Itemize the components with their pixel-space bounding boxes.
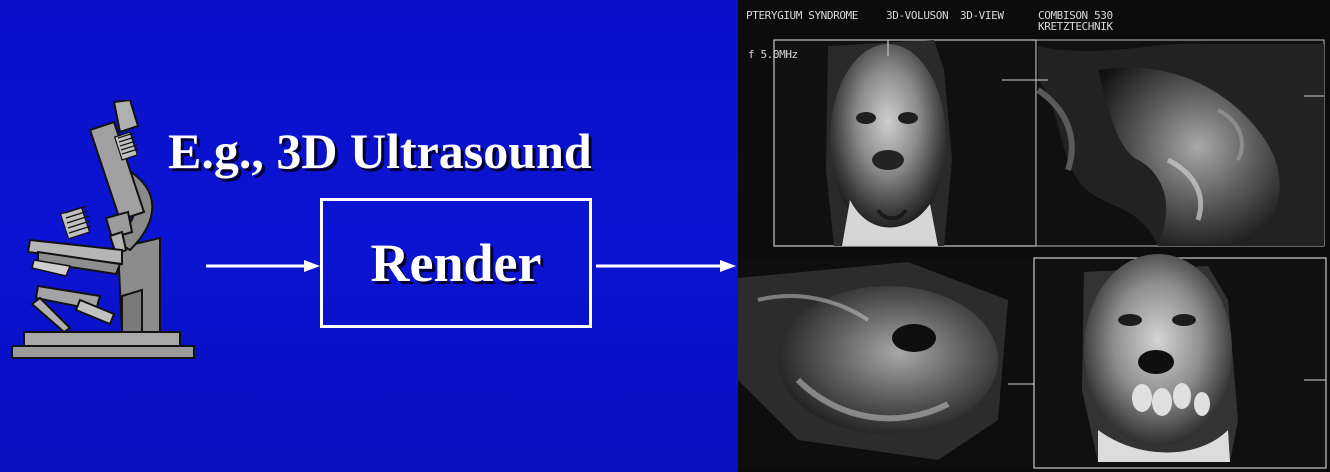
ultrasound-image: PTERYGIUM SYNDROME 3D-VOLUSON 3D-VIEW CO…: [738, 0, 1330, 472]
ultrasound-frequency-label: f 5.0MHz: [748, 48, 798, 61]
ultrasound-mode-label: 3D-VOLUSON: [886, 10, 948, 21]
ultrasound-scan-graphic: [738, 0, 1330, 472]
ultrasound-view-label: 3D-VIEW: [960, 10, 1004, 21]
render-box: Render: [320, 198, 592, 328]
arrow-to-ultrasound: [596, 255, 738, 277]
arrow-to-render: [206, 255, 322, 277]
slide-title: E.g., 3D Ultrasound: [168, 126, 592, 176]
ultrasound-case-label: PTERYGIUM SYNDROME: [746, 10, 858, 21]
microscope-icon: [10, 100, 196, 364]
ultrasound-maker-label: KRETZTECHNIK: [1038, 21, 1113, 32]
render-label: Render: [371, 236, 542, 290]
